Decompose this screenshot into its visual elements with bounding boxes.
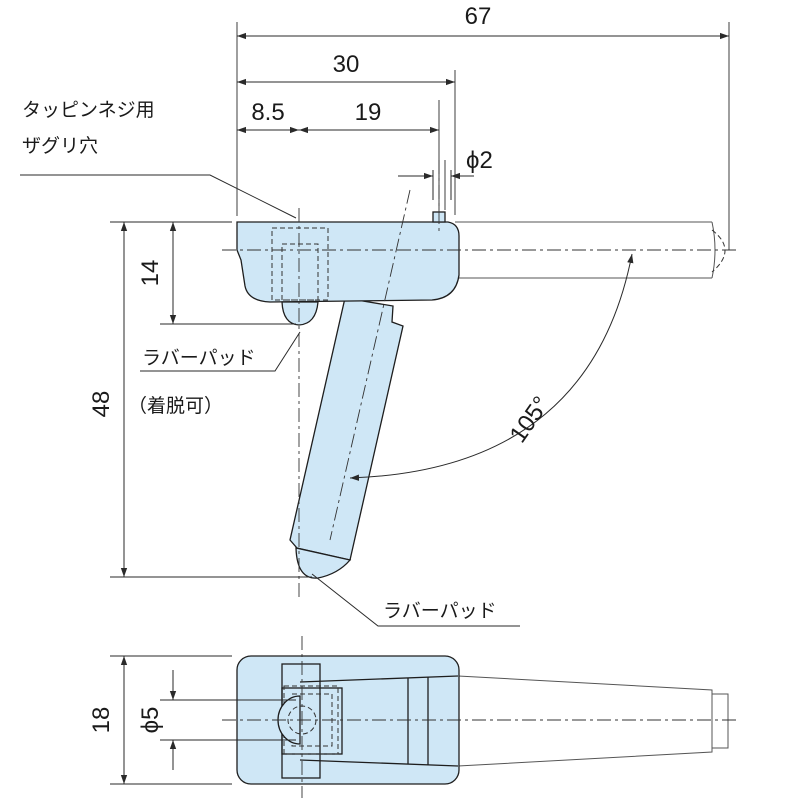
dimension-lines [120,32,729,577]
label-rubber-pad-upper: ラバーパッド [142,348,256,369]
dim-bottom-height: 18 [88,707,115,734]
dim-offset-8-5: 8.5 [251,99,284,126]
label-rubber-pad-lower: ラバーパッド [383,601,497,622]
dim-bottom-diameter: ϕ5 [137,707,164,734]
dim-offset-19: 19 [355,99,382,126]
label-detachable: （着脱可） [128,395,223,417]
label-tapping-screw-2: ザグリ穴 [22,135,98,157]
dim-head-height: 14 [137,260,164,287]
label-tapping-screw-1: タッピンネジ用 [22,99,155,121]
dim-pin-diameter: ϕ2 [466,147,493,174]
leader-lines [20,174,520,627]
lever-arm [289,297,404,579]
dim-overall-width: 67 [465,3,492,30]
dim-overall-height: 48 [88,391,115,418]
bottom-center-lines [222,636,740,798]
dim-swing-angle: 105° [505,392,556,448]
dim-width-30: 30 [333,51,360,78]
bottom-dimension-lines [110,655,296,785]
